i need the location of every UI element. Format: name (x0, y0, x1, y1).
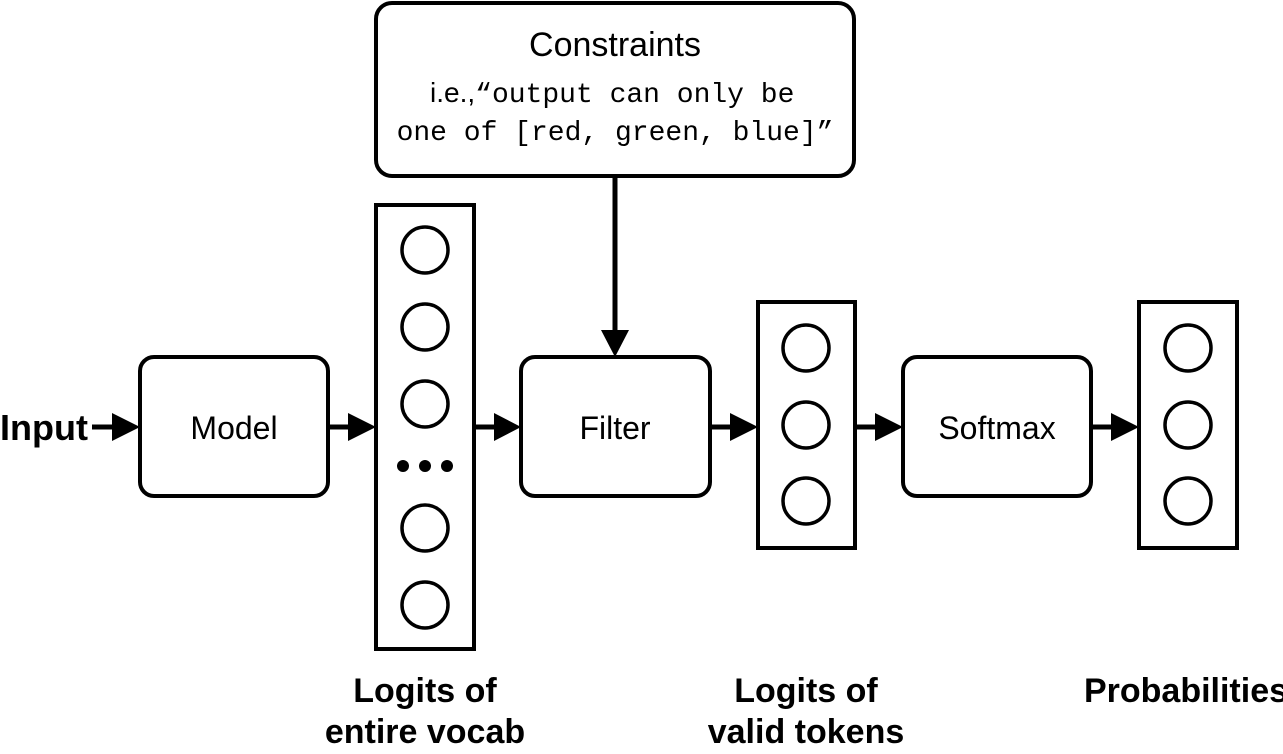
arrow-filter-to-valid (710, 413, 758, 441)
probabilities-column (1137, 300, 1239, 550)
vocab-logit-node (400, 225, 450, 275)
probability-node (1163, 400, 1213, 450)
valid-logits-column (756, 300, 857, 550)
vocab-logit-node (400, 302, 450, 352)
probabilities-caption: Probabilities (1084, 672, 1283, 710)
arrow-valid-to-softmax (855, 413, 903, 441)
valid-caption-line1: Logits of (734, 672, 878, 710)
valid-caption-line2: valid tokens (708, 713, 905, 751)
filter-box: Filter (519, 355, 712, 498)
filter-label: Filter (579, 410, 650, 446)
input-label: Input (0, 407, 88, 448)
softmax-box: Softmax (901, 355, 1093, 498)
probability-node (1163, 323, 1213, 373)
valid-logit-node (781, 476, 831, 526)
arrow-input-to-model (92, 413, 140, 441)
constraints-example-prefix: i.e., (430, 77, 475, 108)
vocab-logit-node (400, 580, 450, 630)
vocab-caption-line2: entire vocab (325, 713, 525, 751)
constraints-example-text1: “output can only be (475, 80, 794, 111)
vocab-caption-line1: Logits of (353, 672, 497, 710)
vocab-logits-column (374, 203, 476, 651)
arrow-logits-to-filter (474, 413, 521, 441)
constraints-title: Constraints (529, 26, 701, 64)
arrow-softmax-to-probabilities (1091, 413, 1139, 441)
constraints-example-line1: i.e.,“output can only be (430, 77, 794, 111)
arrow-model-to-logits (328, 413, 376, 441)
softmax-label: Softmax (938, 410, 1055, 446)
model-box: Model (138, 355, 330, 498)
vocab-logit-node (400, 379, 450, 429)
probability-node (1163, 476, 1213, 526)
model-label: Model (190, 410, 277, 446)
arrow-constraints-to-filter (601, 176, 629, 357)
valid-logit-node (781, 400, 831, 450)
constraints-box: Constraints i.e.,“output can only be one… (374, 1, 856, 178)
constraints-example-line2: one of [red, green, blue]” (397, 118, 834, 149)
ellipsis-icon (397, 460, 453, 472)
vocab-logit-node (400, 503, 450, 553)
valid-logit-node (781, 323, 831, 373)
